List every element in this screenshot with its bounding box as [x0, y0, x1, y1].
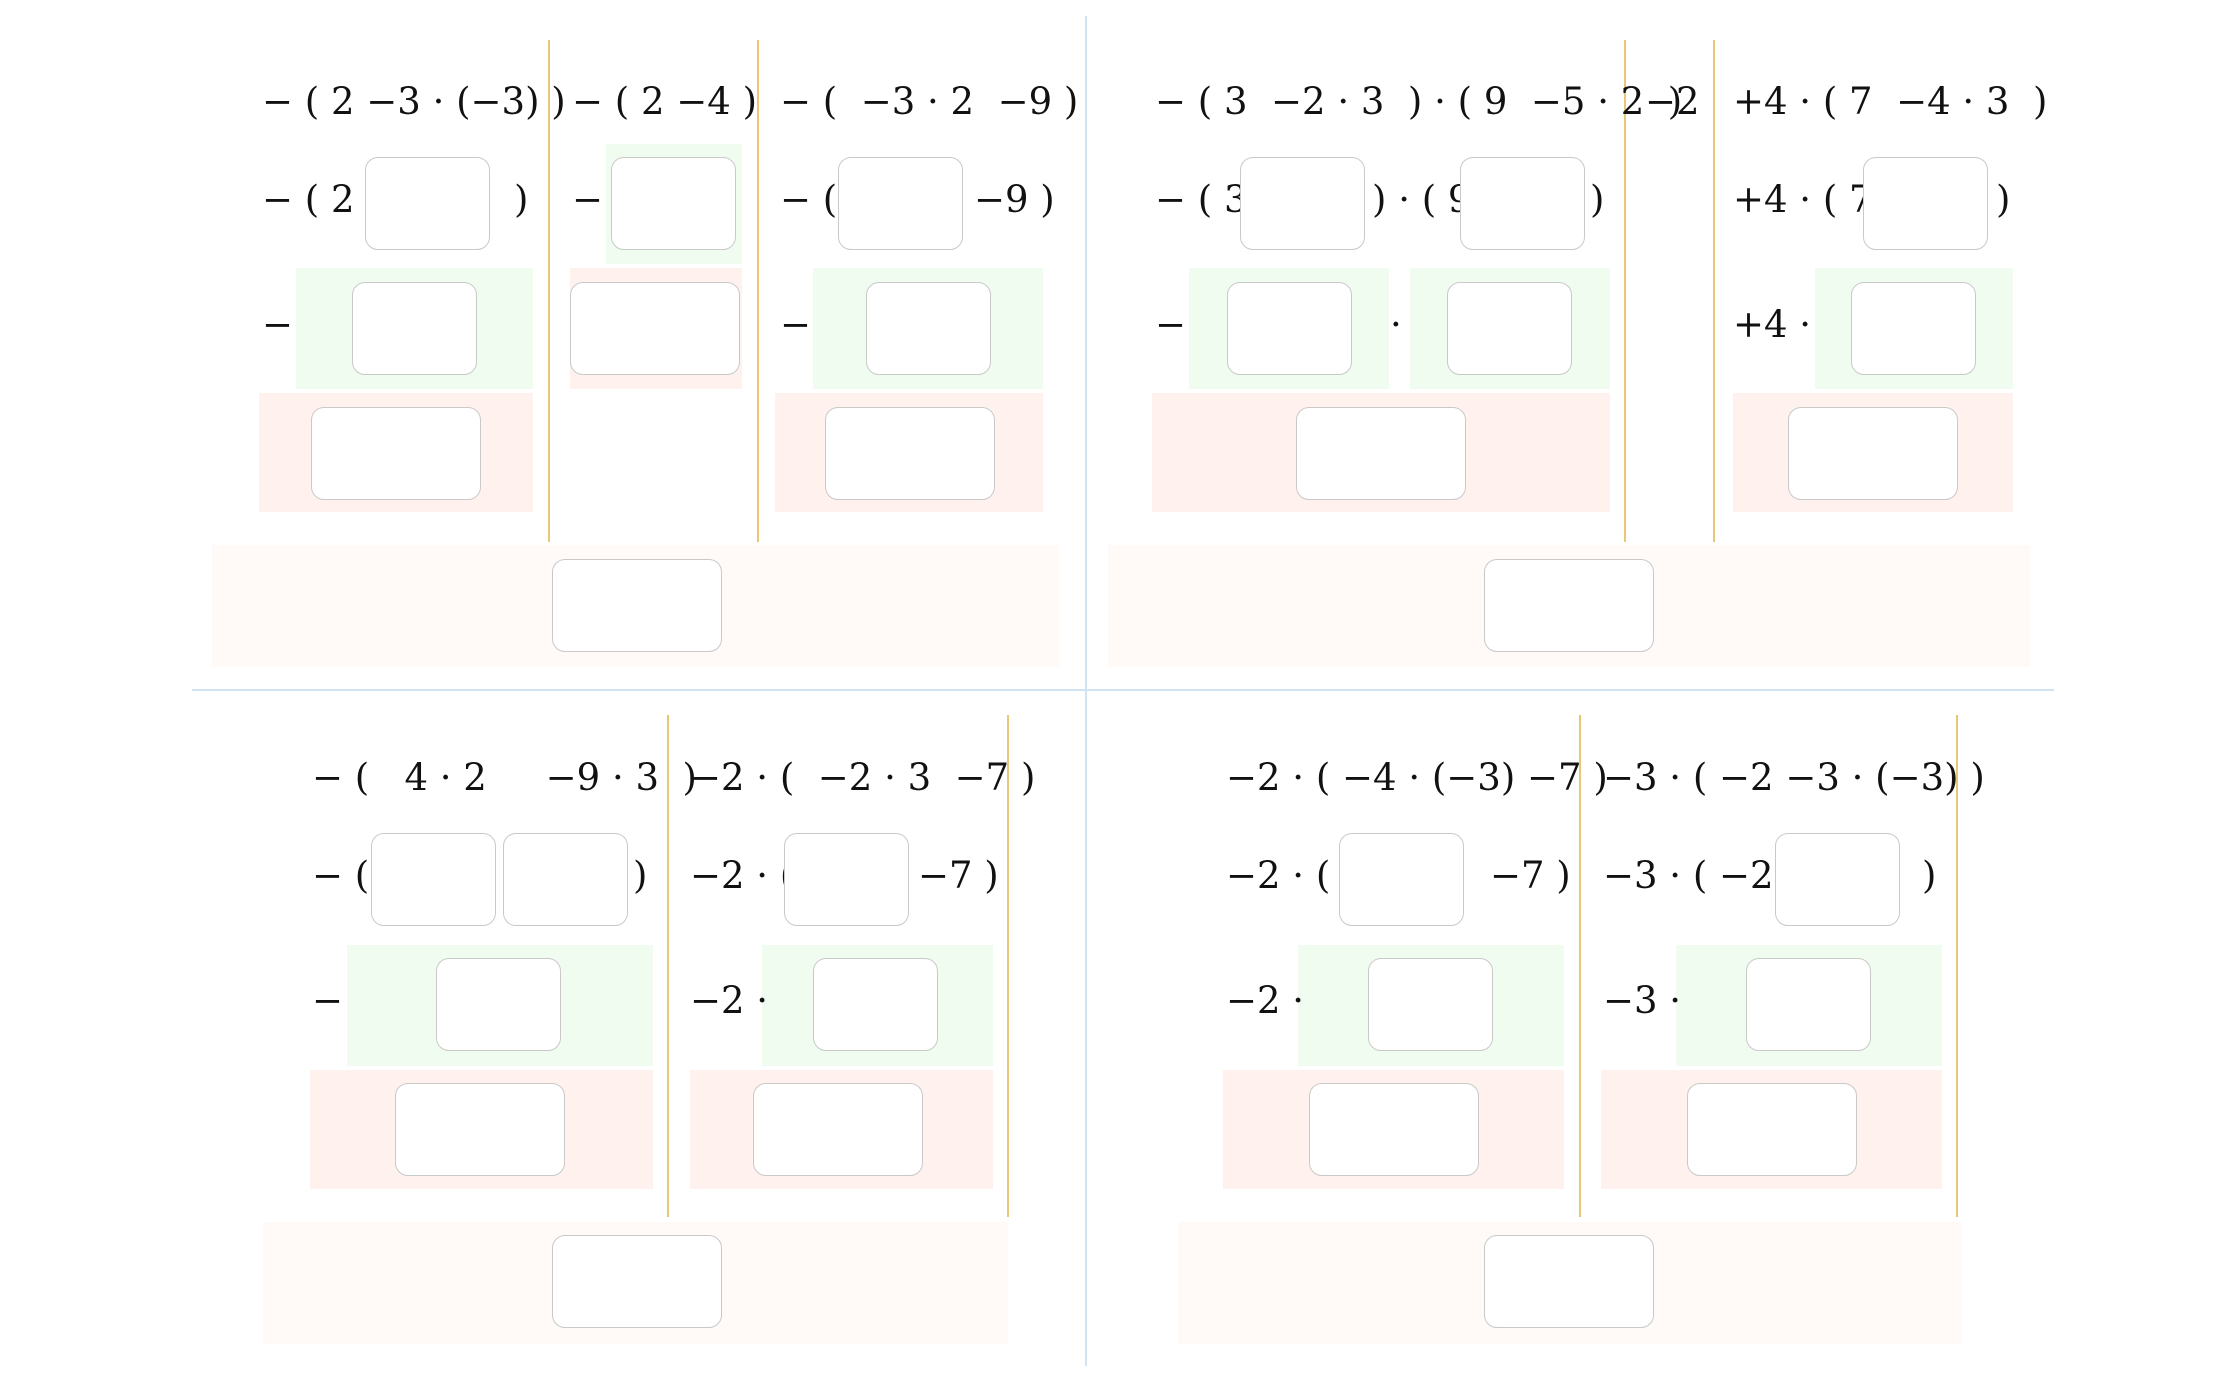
expression-part: − ( 2 [262, 178, 355, 221]
expression-part: − [312, 979, 344, 1022]
answer-box[interactable] [352, 282, 477, 375]
expression-part: −3 · [1603, 979, 1682, 1022]
expression-part: ) [1922, 854, 1937, 897]
answer-box[interactable] [753, 1083, 923, 1176]
answer-box[interactable] [503, 833, 628, 926]
expression: − ( 4 · 2 −9 · 3 ) [312, 756, 697, 799]
expression-part: −7 ) [1490, 854, 1571, 897]
expression-part: − [1155, 303, 1187, 346]
expression-part: − ( 3 [1155, 178, 1248, 221]
quadrant-divider-vertical [1085, 16, 1087, 1366]
answer-box[interactable] [436, 958, 561, 1051]
expression-part: −2 · ( [690, 854, 795, 897]
expression-part: − [572, 178, 604, 221]
column-rule [1956, 715, 1958, 1217]
answer-box[interactable] [784, 833, 909, 926]
answer-box[interactable] [813, 958, 938, 1051]
expression-part: −3 · ( −2 [1603, 854, 1774, 897]
column-rule [1007, 715, 1009, 1217]
answer-box[interactable] [395, 1083, 565, 1176]
answer-box[interactable] [1788, 407, 1958, 500]
expression-part: ) · ( 9 [1372, 178, 1472, 221]
expression-part: ) [514, 178, 529, 221]
answer-box[interactable] [1746, 958, 1871, 1051]
answer-box[interactable] [1687, 1083, 1857, 1176]
column-rule [667, 715, 669, 1217]
answer-box[interactable] [1851, 282, 1976, 375]
answer-box[interactable] [1309, 1083, 1479, 1176]
expression-part: −7 ) [918, 854, 999, 897]
expression-part: −2 · [690, 979, 769, 1022]
expression: −2 · ( −2 · 3 −7 ) [690, 756, 1036, 799]
answer-box[interactable] [1460, 157, 1585, 250]
expression-part: −9 ) [974, 178, 1055, 221]
expression-part: −2 · [1226, 979, 1305, 1022]
answer-box[interactable] [1447, 282, 1572, 375]
expression-part: · [1390, 303, 1402, 346]
column-rule [1579, 715, 1581, 1217]
answer-box[interactable] [1863, 157, 1988, 250]
expression-part: − [780, 303, 812, 346]
answer-box[interactable] [1296, 407, 1466, 500]
final-answer-box[interactable] [552, 559, 722, 652]
expression-part: − [262, 303, 294, 346]
expression-part: − ( [312, 854, 370, 897]
expression: −3 · ( −2 −3 · (−3) ) [1603, 756, 1985, 799]
final-answer-box[interactable] [1484, 1235, 1654, 1328]
expression-part: +4 · ( 7 [1733, 178, 1873, 221]
expression: − ( −3 · 2 −9 ) [780, 80, 1079, 123]
final-answer-box[interactable] [552, 1235, 722, 1328]
answer-box[interactable] [1339, 833, 1464, 926]
answer-box[interactable] [365, 157, 490, 250]
expression: −2 [1645, 80, 1700, 123]
expression: −2 · ( −4 · (−3) −7 ) [1226, 756, 1608, 799]
expression-part: ) [1996, 178, 2011, 221]
answer-box[interactable] [311, 407, 481, 500]
column-rule [1713, 40, 1715, 542]
answer-box[interactable] [866, 282, 991, 375]
expression: − ( 2 −4 ) [572, 80, 757, 123]
quadrant-divider-horizontal [192, 689, 2054, 691]
column-rule [757, 40, 759, 542]
column-rule [1624, 40, 1626, 542]
expression-part: ) [633, 854, 648, 897]
answer-box[interactable] [1368, 958, 1493, 1051]
expression-part: − ( [780, 178, 838, 221]
column-rule [548, 40, 550, 542]
answer-box[interactable] [371, 833, 496, 926]
answer-box[interactable] [838, 157, 963, 250]
answer-box[interactable] [1240, 157, 1365, 250]
answer-box[interactable] [570, 282, 740, 375]
expression-part: +4 · [1733, 303, 1812, 346]
expression-part: ) [1590, 178, 1605, 221]
expression: − ( 2 −3 · (−3) ) [262, 80, 566, 123]
answer-box[interactable] [1227, 282, 1352, 375]
expression-part: −2 · ( [1226, 854, 1331, 897]
expression: − ( 3 −2 · 3 ) · ( 9 −5 · 2 ) [1155, 80, 1683, 123]
final-answer-box[interactable] [1484, 559, 1654, 652]
answer-box[interactable] [611, 157, 736, 250]
expression: +4 · ( 7 −4 · 3 ) [1733, 80, 2048, 123]
answer-box[interactable] [825, 407, 995, 500]
answer-box[interactable] [1775, 833, 1900, 926]
